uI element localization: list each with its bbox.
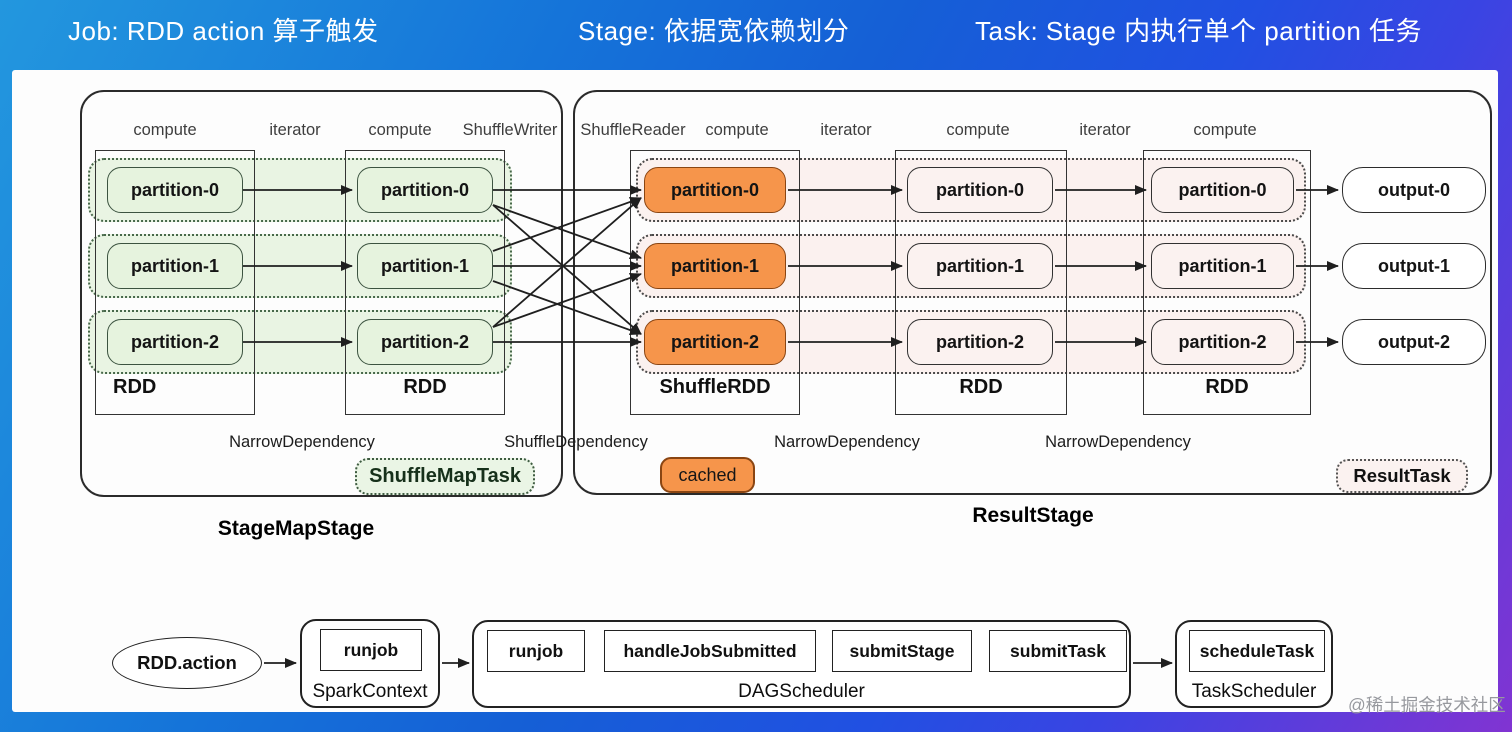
- dependency-label: ShuffleDependency: [504, 433, 648, 451]
- method-box: scheduleTask: [1189, 630, 1325, 672]
- dependency-label: NarrowDependency: [229, 433, 375, 451]
- partition-box: partition-1: [644, 243, 786, 289]
- method-box: handleJobSubmitted: [604, 630, 816, 672]
- partition-box: partition-0: [1151, 167, 1294, 213]
- rdd-column-label: RDD: [113, 376, 157, 398]
- dagscheduler-box: DAGScheduler runjob handleJobSubmitted sub…: [472, 620, 1131, 708]
- partition-box: partition-0: [107, 167, 243, 213]
- legend-stage-caption: Stage: 依据宽依赖划分: [578, 16, 850, 46]
- rdd-action-ellipse: RDD.action: [112, 637, 262, 689]
- watermark: @稀土掘金技术社区: [1348, 695, 1506, 715]
- taskscheduler-box: TaskScheduler scheduleTask: [1175, 620, 1333, 708]
- stage-title-stagemapstage: StageMapStage: [217, 517, 375, 540]
- method-box: runjob: [320, 629, 422, 671]
- partition-box: partition-0: [907, 167, 1053, 213]
- column-header-label: ShuffleReader: [580, 121, 686, 139]
- cached-badge: cached: [660, 457, 755, 493]
- partition-box: partition-2: [107, 319, 243, 365]
- shufflemaptask-badge: ShuffleMapTask: [355, 458, 535, 495]
- partition-box: partition-0: [644, 167, 786, 213]
- partition-box: partition-1: [107, 243, 243, 289]
- column-header-label: compute: [705, 121, 769, 139]
- method-box: runjob: [487, 630, 585, 672]
- partition-box: partition-1: [1151, 243, 1294, 289]
- output-box: output-0: [1342, 167, 1486, 213]
- rdd-column-box: [95, 150, 255, 415]
- container-label: SparkContext: [312, 681, 428, 702]
- rdd-column-box: [895, 150, 1067, 415]
- output-box: output-1: [1342, 243, 1486, 289]
- sparkcontext-box: SparkContext runjob: [300, 619, 440, 708]
- column-header-label: iterator: [269, 121, 321, 139]
- method-box: submitTask: [989, 630, 1127, 672]
- legend-job-caption: Job: RDD action 算子触发: [68, 16, 379, 46]
- dependency-label: NarrowDependency: [1045, 433, 1191, 451]
- method-box: submitStage: [832, 630, 972, 672]
- rdd-column-label: RDD: [1205, 376, 1249, 398]
- partition-box: partition-0: [357, 167, 493, 213]
- container-label: DAGScheduler: [738, 681, 865, 702]
- container-label: TaskScheduler: [1191, 681, 1317, 702]
- rdd-column-box: [1143, 150, 1311, 415]
- column-header-label: compute: [368, 121, 432, 139]
- legend-task-caption: Task: Stage 内执行单个 partition 任务: [975, 16, 1423, 46]
- partition-box: partition-1: [907, 243, 1053, 289]
- column-header-label: iterator: [820, 121, 872, 139]
- dependency-label: NarrowDependency: [774, 433, 920, 451]
- partition-box: partition-2: [357, 319, 493, 365]
- resulttask-badge: ResultTask: [1336, 459, 1468, 493]
- column-header-label: ShuffleWriter: [462, 121, 558, 139]
- column-header-label: compute: [133, 121, 197, 139]
- partition-box: partition-2: [644, 319, 786, 365]
- rdd-column-label: RDD: [403, 376, 447, 398]
- column-header-label: compute: [946, 121, 1010, 139]
- column-header-label: iterator: [1079, 121, 1131, 139]
- output-box: output-2: [1342, 319, 1486, 365]
- partition-box: partition-2: [907, 319, 1053, 365]
- rdd-column-label: RDD: [959, 376, 1003, 398]
- partition-box: partition-2: [1151, 319, 1294, 365]
- stage-title-resultstage: ResultStage: [972, 504, 1094, 527]
- rdd-column-label: ShuffleRDD: [659, 376, 771, 398]
- column-header-label: compute: [1193, 121, 1257, 139]
- partition-box: partition-1: [357, 243, 493, 289]
